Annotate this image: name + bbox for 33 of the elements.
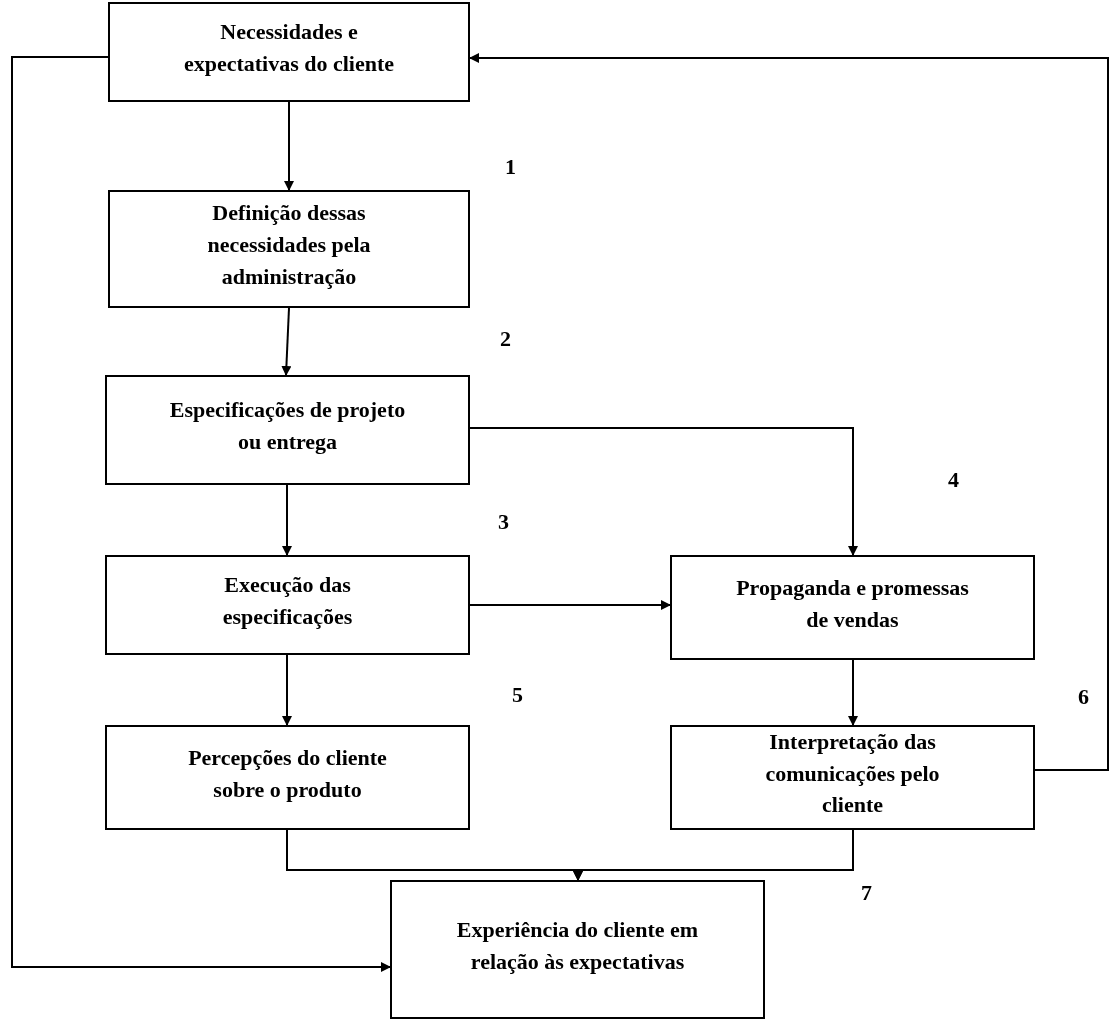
process-box bbox=[105, 725, 470, 830]
process-box bbox=[105, 375, 470, 485]
step-number: 7 bbox=[861, 879, 872, 907]
arrow bbox=[282, 484, 292, 556]
arrow bbox=[282, 654, 292, 726]
process-box bbox=[670, 725, 1035, 830]
box-text: Especificações de projeto ou entrega bbox=[169, 396, 406, 456]
arrow bbox=[573, 829, 854, 881]
process-box bbox=[108, 190, 470, 308]
step-number: 5 bbox=[512, 681, 523, 709]
step-number: 6 bbox=[1078, 683, 1089, 711]
step-number: 3 bbox=[498, 508, 509, 536]
arrow bbox=[281, 307, 292, 376]
step-number: 1 bbox=[505, 153, 516, 181]
arrow bbox=[11, 56, 391, 972]
box-text: Execução das especificações bbox=[221, 571, 354, 631]
box-text: Experiência do cliente em relação às expectativas bbox=[455, 915, 700, 976]
box-text: Propaganda e promessas de vendas bbox=[735, 573, 970, 634]
box-text: Definição dessas necessidades pela administração bbox=[206, 199, 372, 291]
process-box bbox=[670, 555, 1035, 660]
process-box bbox=[105, 555, 470, 655]
arrow bbox=[284, 101, 294, 191]
box-text: Necessidades e expectativas do cliente bbox=[182, 18, 396, 78]
arrow bbox=[469, 600, 671, 610]
step-number: 2 bbox=[500, 325, 511, 353]
arrow bbox=[848, 659, 858, 726]
box-text: Percepções do cliente sobre o produto bbox=[187, 743, 388, 804]
arrow bbox=[469, 427, 858, 556]
step-number: 4 bbox=[948, 466, 959, 494]
process-box bbox=[390, 880, 765, 1019]
arrow bbox=[469, 53, 1109, 771]
box-text: Interpretação das comunicações pelo cliente bbox=[764, 727, 941, 820]
process-box bbox=[108, 2, 470, 102]
